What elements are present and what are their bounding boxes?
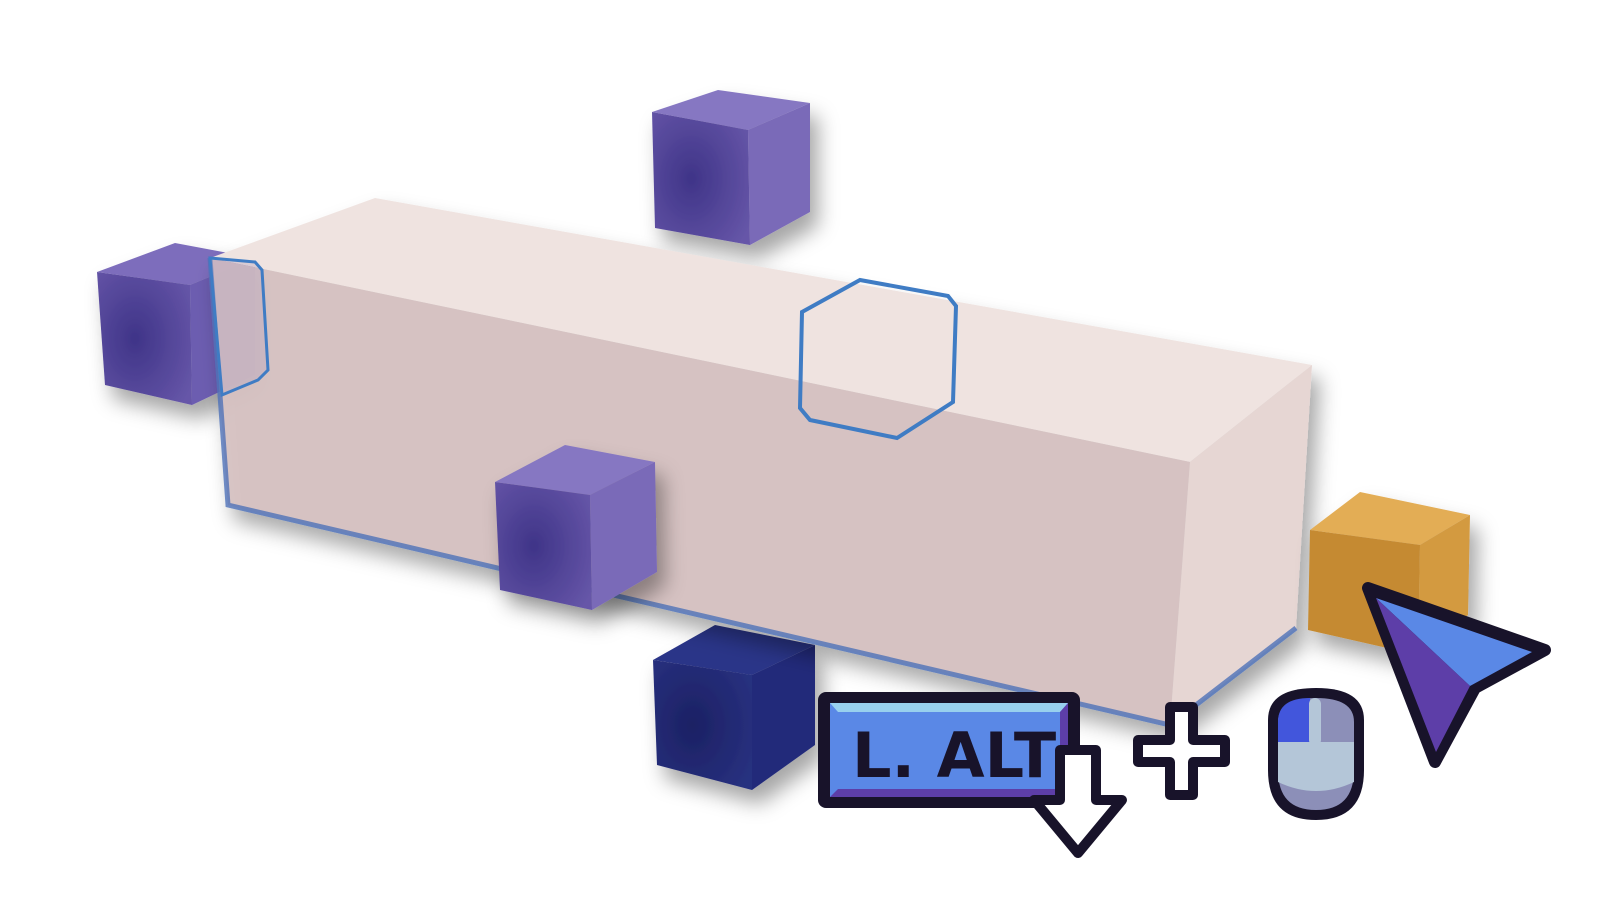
key-label: L. ALT: [852, 719, 1056, 792]
keyboard-key-icon: L. ALT: [818, 692, 1080, 808]
mouse-icon: [1268, 688, 1364, 820]
top-cube[interactable]: [652, 90, 810, 245]
selection-outline-top: [797, 277, 959, 441]
cursor-arrow-icon: [1362, 582, 1551, 768]
plus-icon: [1133, 702, 1230, 800]
arrow-down-icon: [1029, 745, 1127, 858]
bottom-cube[interactable]: [653, 625, 815, 790]
translucent-box[interactable]: [207, 198, 1312, 728]
middle-cube[interactable]: [495, 445, 657, 610]
selection-outline-left: [208, 256, 270, 398]
